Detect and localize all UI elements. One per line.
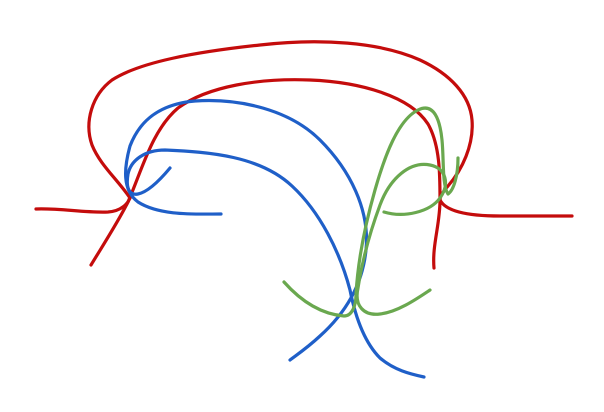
blue-big-arc [124, 98, 369, 362]
red-right-tail [438, 198, 574, 218]
green-inner-loop [355, 162, 448, 316]
blue-small-hook [125, 148, 426, 379]
blue-strand [124, 98, 426, 379]
green-outer-loop [282, 106, 460, 318]
green-strand [282, 106, 460, 318]
red-strand [34, 40, 574, 270]
red-left-tail [34, 196, 132, 214]
red-outer-loop [87, 40, 474, 202]
